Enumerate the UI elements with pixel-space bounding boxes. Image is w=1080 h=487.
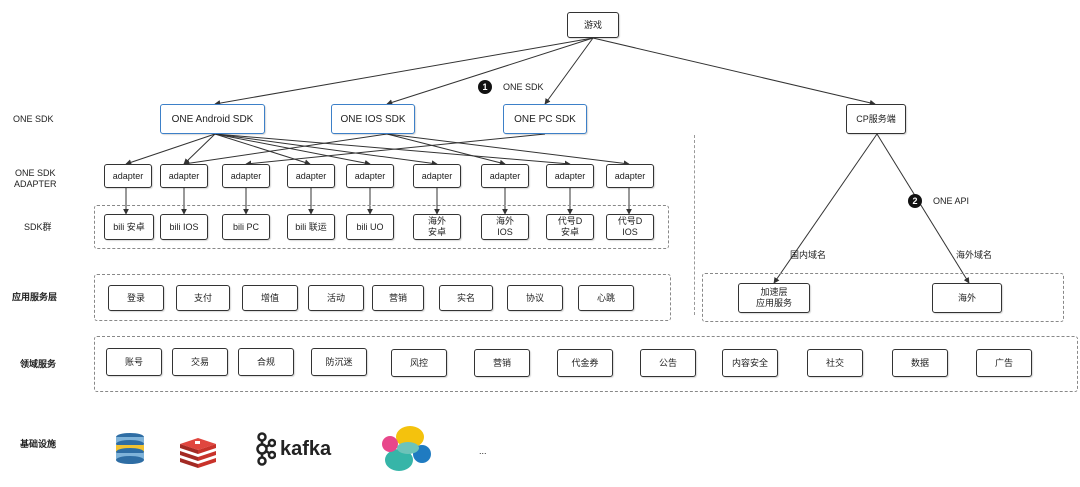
sdk-coded-ios: 代号D IOS xyxy=(606,214,654,240)
cp-service-container xyxy=(702,273,1064,322)
domain-data: 数据 xyxy=(892,349,948,377)
sdk-bili-union: bili 联运 xyxy=(287,214,335,240)
cp-service-overseas: 海外 xyxy=(932,283,1002,313)
kafka-logo-icon xyxy=(256,432,276,466)
badge-one: 1 xyxy=(478,80,492,94)
sdk-group-container xyxy=(94,205,669,249)
cp-server: CP服务端 xyxy=(846,104,906,134)
domain-content-security: 内容安全 xyxy=(722,349,778,377)
label-one-sdk: ONE SDK xyxy=(13,114,54,124)
game-node: 游戏 xyxy=(567,12,619,38)
kafka-label: kafka xyxy=(280,438,332,460)
label-app-service: 应用服务层 xyxy=(12,292,58,302)
sdk-android: ONE Android SDK xyxy=(160,104,265,134)
note-overseas-domain: 海外域名 xyxy=(956,250,993,260)
redis-icon xyxy=(180,438,216,468)
app-service-marketing: 营销 xyxy=(372,285,424,311)
section-separator xyxy=(694,135,695,315)
domain-account: 账号 xyxy=(106,348,162,376)
note-one-sdk: ONE SDK xyxy=(503,82,544,92)
domain-anti-addiction: 防沉迷 xyxy=(311,348,367,376)
adapter-9: adapter xyxy=(606,164,654,188)
badge-two: 2 xyxy=(908,194,922,208)
sdk-bili-ios: bili IOS xyxy=(160,214,208,240)
app-service-activity: 活动 xyxy=(308,285,364,311)
sdk-bili-android: bili 安卓 xyxy=(104,214,154,240)
app-service-pay: 支付 xyxy=(176,285,230,311)
label-infra: 基础设施 xyxy=(20,439,57,449)
sdk-pc: ONE PC SDK xyxy=(503,104,587,134)
domain-risk: 风控 xyxy=(391,349,447,377)
app-service-protocol: 协议 xyxy=(507,285,563,311)
adapter-7: adapter xyxy=(481,164,529,188)
infra-ellipsis: ... xyxy=(479,446,487,456)
domain-notice: 公告 xyxy=(640,349,696,377)
domain-social: 社交 xyxy=(807,349,863,377)
app-service-heartbeat: 心跳 xyxy=(578,285,634,311)
sdk-overseas-android: 海外 安卓 xyxy=(413,214,461,240)
adapter-5: adapter xyxy=(346,164,394,188)
label-sdk-group: SDK群 xyxy=(24,222,52,232)
domain-trade: 交易 xyxy=(172,348,228,376)
adapter-2: adapter xyxy=(160,164,208,188)
adapter-8: adapter xyxy=(546,164,594,188)
adapter-6: adapter xyxy=(413,164,461,188)
sdk-overseas-ios: 海外 IOS xyxy=(481,214,529,240)
note-one-api: ONE API xyxy=(933,196,970,206)
sdk-bili-pc: bili PC xyxy=(222,214,270,240)
domain-ad: 广告 xyxy=(976,349,1032,377)
note-domestic-domain: 国内域名 xyxy=(790,250,827,260)
app-service-realname: 实名 xyxy=(439,285,493,311)
sdk-bili-uo: bili UO xyxy=(346,214,394,240)
domain-marketing: 营销 xyxy=(474,349,530,377)
sdk-coded-android: 代号D 安卓 xyxy=(546,214,594,240)
elastic-icon xyxy=(382,426,431,471)
domain-compliance: 合规 xyxy=(238,348,294,376)
label-adapter: ONE SDK ADAPTER xyxy=(14,168,57,189)
cp-service-accel: 加速层 应用服务 xyxy=(738,283,810,313)
domain-service-container xyxy=(94,336,1078,392)
app-service-container xyxy=(94,274,671,321)
adapter-4: adapter xyxy=(287,164,335,188)
label-domain-service: 领域服务 xyxy=(20,359,57,369)
sdk-ios: ONE IOS SDK xyxy=(331,104,415,134)
app-service-value-added: 增值 xyxy=(242,285,298,311)
app-service-login: 登录 xyxy=(108,285,164,311)
adapter-3: adapter xyxy=(222,164,270,188)
database-icon xyxy=(116,433,144,464)
adapter-1: adapter xyxy=(104,164,152,188)
domain-voucher: 代金券 xyxy=(557,349,613,377)
